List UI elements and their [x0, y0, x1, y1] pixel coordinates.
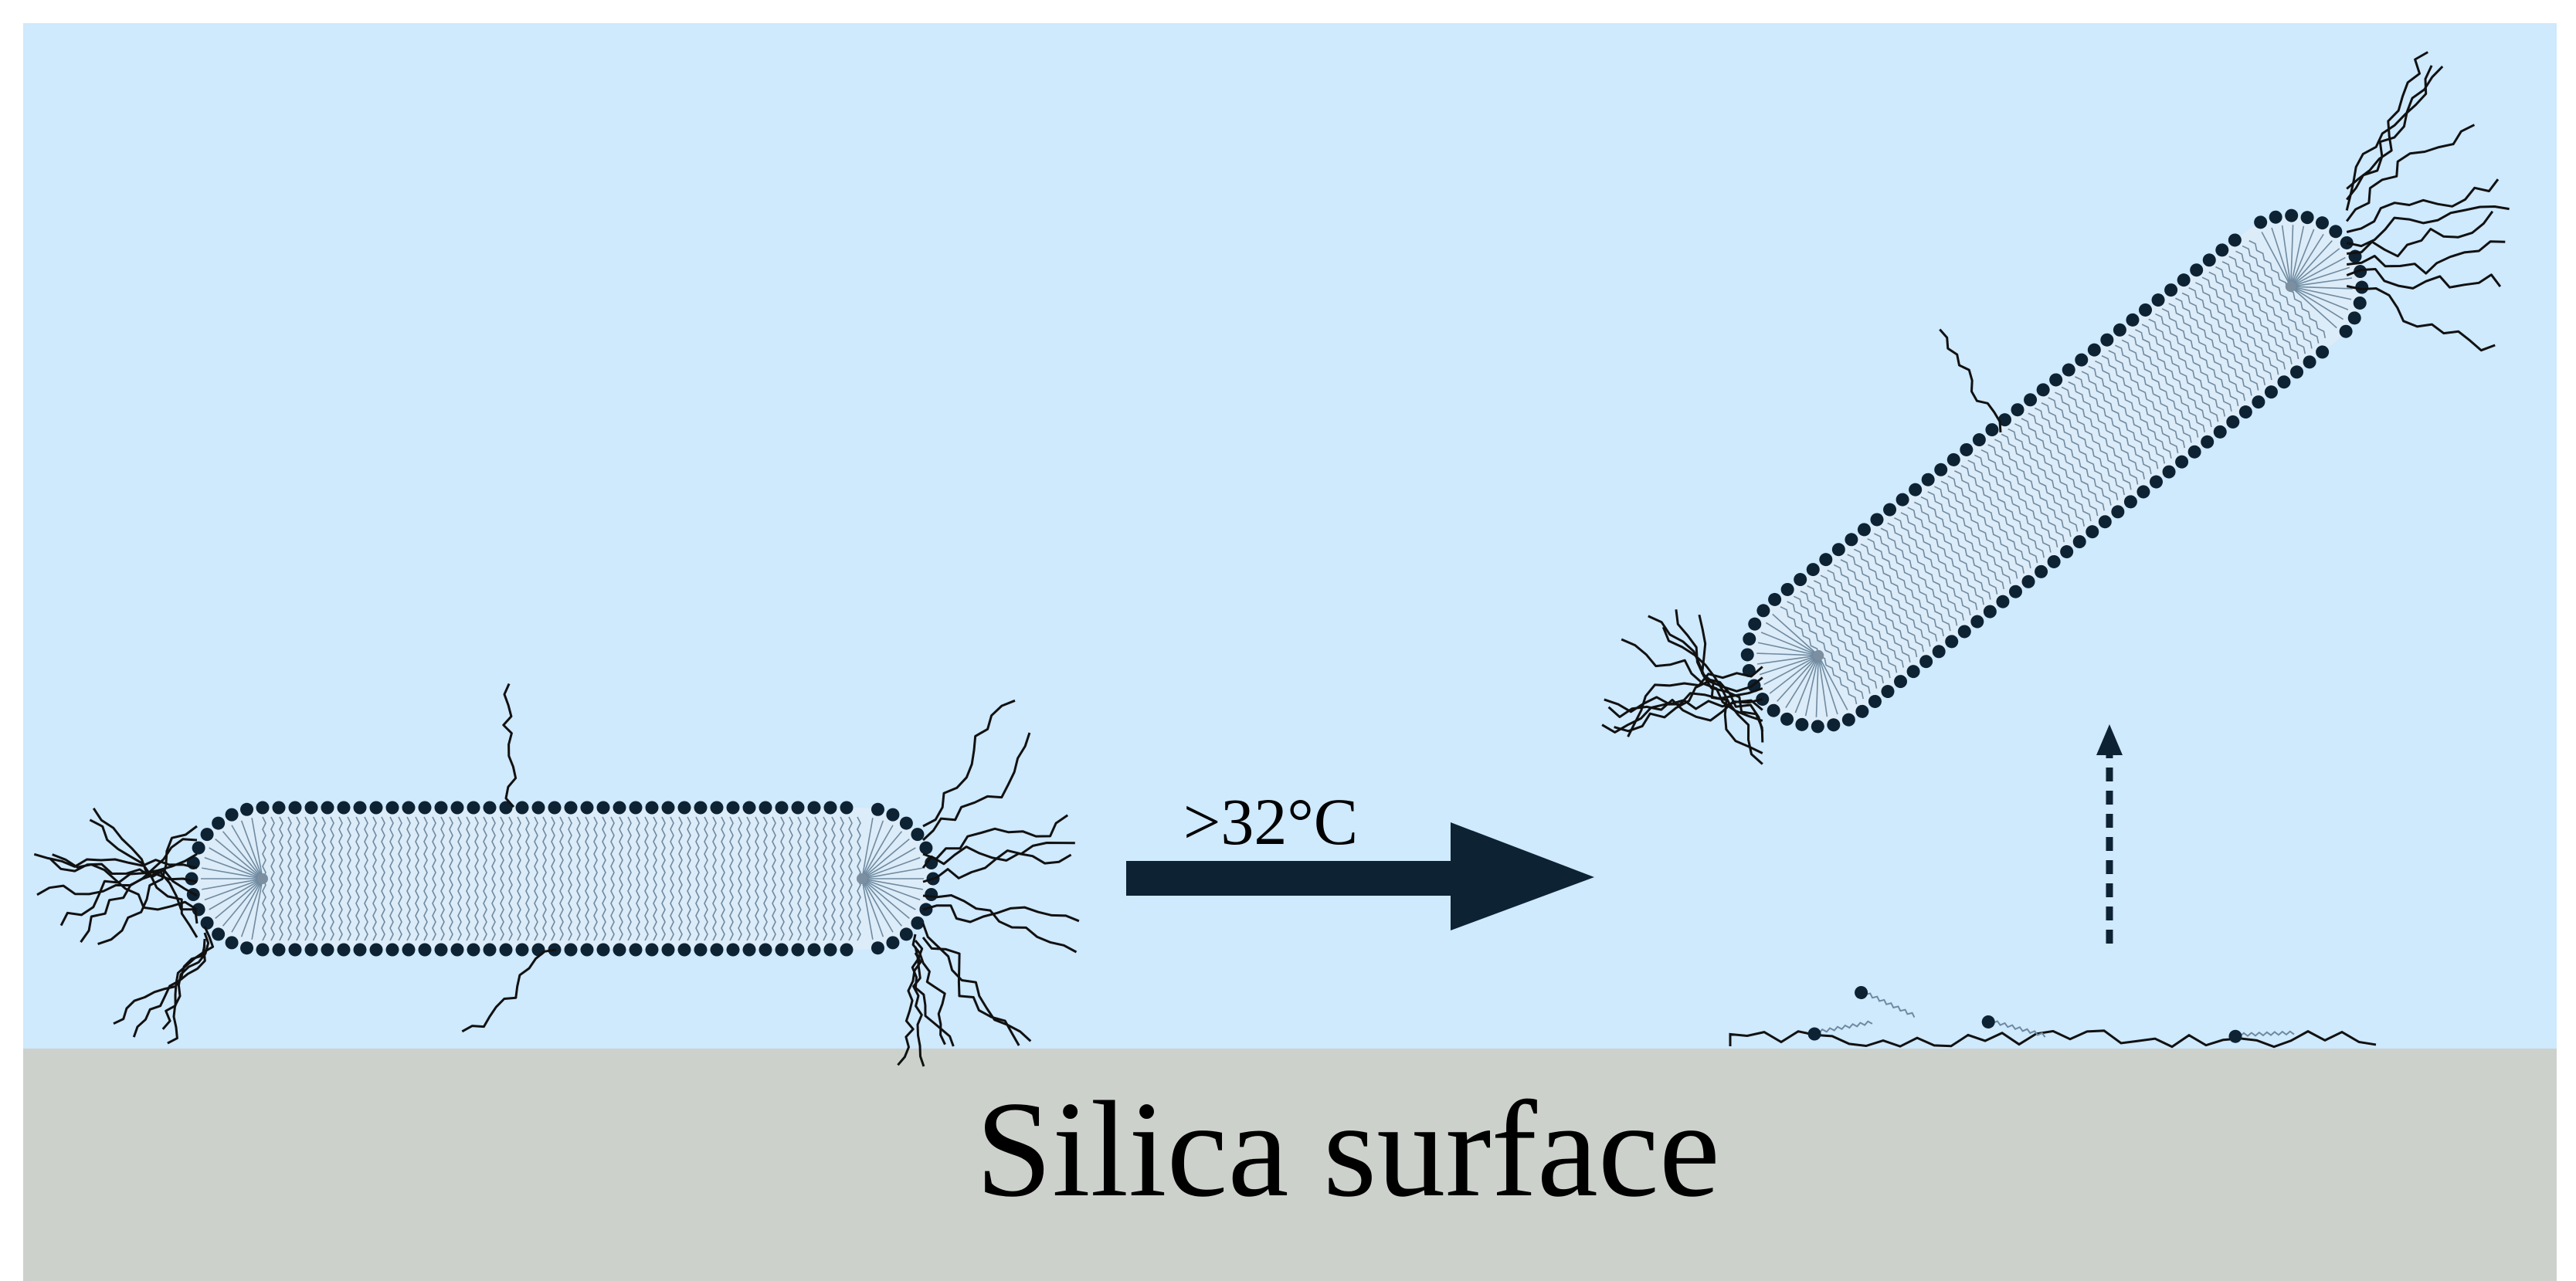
desorbed-micelle-polymer-chains [1601, 51, 2510, 765]
polymer-chain [921, 732, 1031, 842]
polymer-chain [2345, 124, 2476, 222]
residual-surfactant [1807, 1020, 1873, 1041]
polymer-chain [922, 842, 1075, 883]
polymer-chain [922, 894, 1078, 954]
arrow-head-icon [2096, 724, 2123, 755]
polymer-chain [36, 873, 198, 896]
polymer-chain [89, 818, 199, 938]
polymer-chain [1939, 328, 2002, 433]
polymer-chain [1698, 614, 1763, 754]
residual-surfactant [1981, 1015, 2046, 1038]
adsorbed-micelle-polymer-chains [33, 683, 1080, 1067]
micelle-core [1747, 215, 2362, 727]
residual-surfactant [2228, 1029, 2295, 1043]
silica-surface [23, 1049, 2557, 1281]
polymer-chain [1661, 626, 1763, 765]
polymer-chain [2347, 240, 2506, 275]
polymer-chain [912, 946, 925, 1067]
temperature-label: >32°C [1183, 785, 1358, 859]
polymer-chain [921, 937, 1020, 1046]
polymer-chain [2345, 65, 2433, 211]
polymer-chain [922, 814, 1069, 860]
polymer-chain [897, 952, 922, 1066]
polymer-chain [2347, 210, 2494, 258]
surfactant-tails [201, 816, 924, 941]
micelle-cap-core [257, 873, 268, 884]
polymer-chain [113, 944, 206, 1025]
desorption-arrow [2096, 724, 2123, 944]
polymer-chain [2346, 66, 2444, 201]
polymer-chain [1614, 676, 1763, 733]
polymer-chain [33, 852, 198, 869]
polymer-chain [52, 853, 198, 911]
micelle-cap-core [2285, 281, 2296, 293]
head-groups [185, 801, 940, 957]
polymer-chain [161, 926, 215, 1030]
desorbed-micelle [1740, 208, 2369, 734]
residual-surfactant [1855, 985, 1916, 1018]
silica-surface-label: Silica surface [976, 1073, 1720, 1225]
polymer-chain [2346, 205, 2510, 248]
micelle-core [192, 808, 933, 950]
adsorbed-micelle [185, 801, 940, 957]
head-groups [1740, 208, 2369, 734]
process-arrow: >32°C [1126, 785, 1594, 930]
polymer-chain [502, 683, 518, 808]
polymer-chain [2346, 51, 2428, 190]
polymer-chain [1627, 666, 1763, 737]
polymer-chain [1604, 696, 1763, 713]
right-arrow-icon [1126, 822, 1594, 930]
polymer-chain [921, 846, 1072, 869]
micelle-cap-core [857, 873, 867, 884]
polymer-chain [922, 699, 1016, 828]
polymer-chain [97, 825, 198, 946]
micelle-cap-core [1813, 649, 1824, 661]
polymer-chain [922, 904, 1080, 923]
polymer-chain [2346, 285, 2496, 352]
polymer-chain [132, 938, 206, 1038]
polymer-chain [2346, 178, 2500, 233]
polymer-chain [2346, 268, 2502, 290]
polymer-chain [461, 948, 557, 1033]
surfactant-tails [1756, 225, 2353, 717]
polymer-chain [49, 858, 198, 897]
adsorbed-polymer-chain [1729, 1029, 2377, 1049]
polymer-chain [1675, 609, 1764, 743]
surface-residual-surfactant [1729, 985, 2377, 1049]
